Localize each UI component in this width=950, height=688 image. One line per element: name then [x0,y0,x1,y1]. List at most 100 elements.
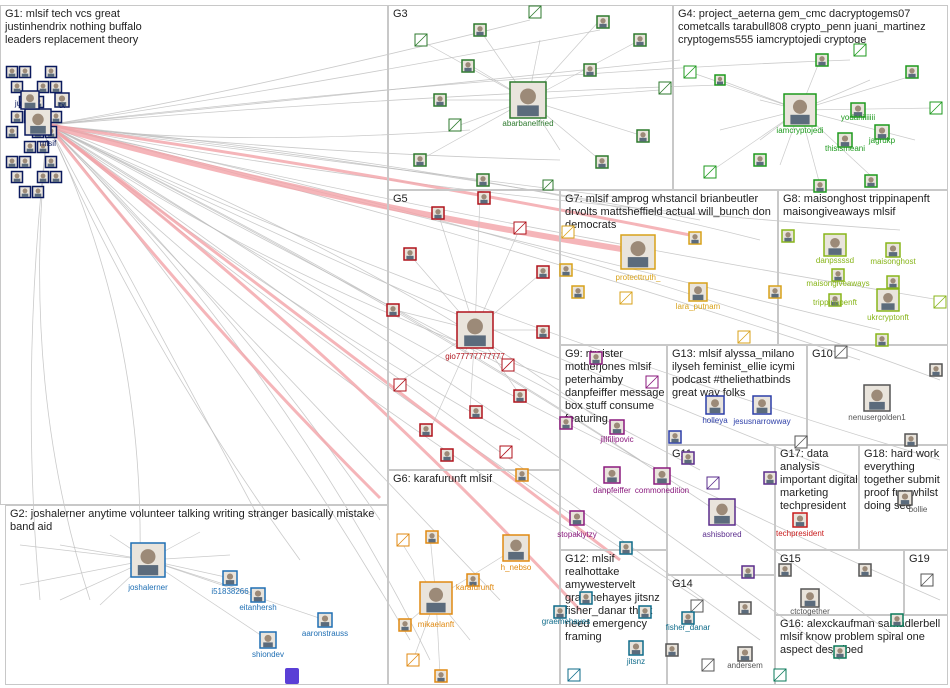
node-iamcryptojedi[interactable] [783,93,817,127]
node-avatar[interactable] [858,563,872,577]
node-i51838266[interactable] [222,570,238,586]
node-bollie[interactable] [897,490,913,506]
node-avatar[interactable] [781,229,795,243]
node-avatar[interactable] [23,140,37,154]
node-avatar[interactable] [5,65,19,79]
node-avatar[interactable] [688,231,702,245]
node-jitsnz[interactable] [628,640,644,656]
node-ukrcryptonft[interactable] [876,288,900,312]
node-jillfilipovic[interactable] [609,419,625,435]
node-jagrukp[interactable] [874,124,890,140]
node-avatar[interactable] [738,601,752,615]
node-avatar[interactable] [31,185,45,199]
node-empty[interactable] [645,375,659,389]
node-avatar[interactable] [36,140,50,154]
node-danpfeiffer[interactable] [603,466,621,484]
node-avatar[interactable] [636,129,650,143]
node-avatar[interactable] [36,170,50,184]
node-avatar[interactable] [559,263,573,277]
node-empty[interactable] [658,81,672,95]
node-techpresident[interactable] [792,512,808,528]
node-avatar[interactable] [778,563,792,577]
node-avatar[interactable] [864,174,878,188]
node-avatar[interactable] [49,170,63,184]
app-icon[interactable] [285,668,299,684]
node-avatar[interactable] [681,451,695,465]
node-avatar[interactable] [904,433,918,447]
node-avatar[interactable] [440,448,454,462]
node-avatar[interactable] [536,265,550,279]
node-avatar[interactable] [10,170,24,184]
node-avatar[interactable] [741,565,755,579]
node-protecttruth[interactable] [620,234,656,270]
node-karafurunft[interactable] [466,573,480,587]
node-avatar[interactable] [833,645,847,659]
node-avatar[interactable] [668,430,682,444]
node-empty[interactable] [929,101,943,115]
node-justinhendrix[interactable] [20,90,40,110]
node-avatar[interactable] [5,155,19,169]
node-avatar[interactable] [638,605,652,619]
node-avatar[interactable] [813,179,827,193]
node-empty[interactable] [683,65,697,79]
node-graemehayes[interactable] [553,605,567,619]
node-danpsssssd[interactable] [823,233,847,257]
node-empty[interactable] [737,330,751,344]
node-empty[interactable] [920,573,934,587]
node-avatar[interactable] [433,93,447,107]
node-empty[interactable] [542,179,554,191]
node-avatar[interactable] [44,155,58,169]
node-avatar[interactable] [403,247,417,261]
node-avatar[interactable] [763,471,777,485]
node-empty[interactable] [513,221,527,235]
node-eitanhersh[interactable] [250,587,266,603]
node-avatar[interactable] [425,530,439,544]
node-maisongiveaways[interactable] [831,268,845,282]
node-empty[interactable] [393,378,407,392]
node-yodaniiiiiii[interactable] [850,102,866,118]
node-mlsif[interactable] [24,108,52,136]
node-commonedition[interactable] [653,467,671,485]
node-avatar[interactable] [10,80,24,94]
node-empty[interactable] [414,33,428,47]
node-avatar[interactable] [536,325,550,339]
node-empty[interactable] [619,291,633,305]
node-nenusergolden1[interactable] [863,384,891,412]
node-avatar[interactable] [571,285,585,299]
node-avatar[interactable] [515,468,529,482]
node-avatar[interactable] [815,53,829,67]
node-avatar[interactable] [929,363,943,377]
node-thisismeani[interactable] [837,132,853,148]
node-fisher_danar[interactable] [681,611,695,625]
node-empty[interactable] [703,165,717,179]
node-avatar[interactable] [753,153,767,167]
node-empty[interactable] [834,345,848,359]
node-empty[interactable] [561,225,575,239]
node-avatar[interactable] [633,33,647,47]
node-avatar[interactable] [18,185,32,199]
node-joshalerner[interactable] [130,542,166,578]
node-avatar[interactable] [398,618,412,632]
node-ctctogether[interactable] [800,588,820,608]
node-avatar[interactable] [513,389,527,403]
node-mikaelanft[interactable] [419,581,453,615]
node-avatar[interactable] [413,153,427,167]
node-empty[interactable] [406,653,420,667]
node-avatar[interactable] [579,591,593,605]
node-avatar[interactable] [473,23,487,37]
node-holleya[interactable] [705,395,725,415]
node-avatar[interactable] [714,74,726,86]
node-avatar[interactable] [583,63,597,77]
node-avatar[interactable] [589,351,603,365]
node-andersem[interactable] [737,646,753,662]
node-empty[interactable] [396,533,410,547]
node-empty[interactable] [567,668,581,682]
node-stopakiytzy[interactable] [569,510,585,526]
node-avatar[interactable] [890,613,904,627]
node-h_nebso[interactable] [502,534,530,562]
node-avatar[interactable] [419,423,433,437]
node-avatar[interactable] [875,333,889,347]
node-empty[interactable] [448,118,462,132]
node-empty[interactable] [690,599,704,613]
node-avatar[interactable] [386,303,400,317]
